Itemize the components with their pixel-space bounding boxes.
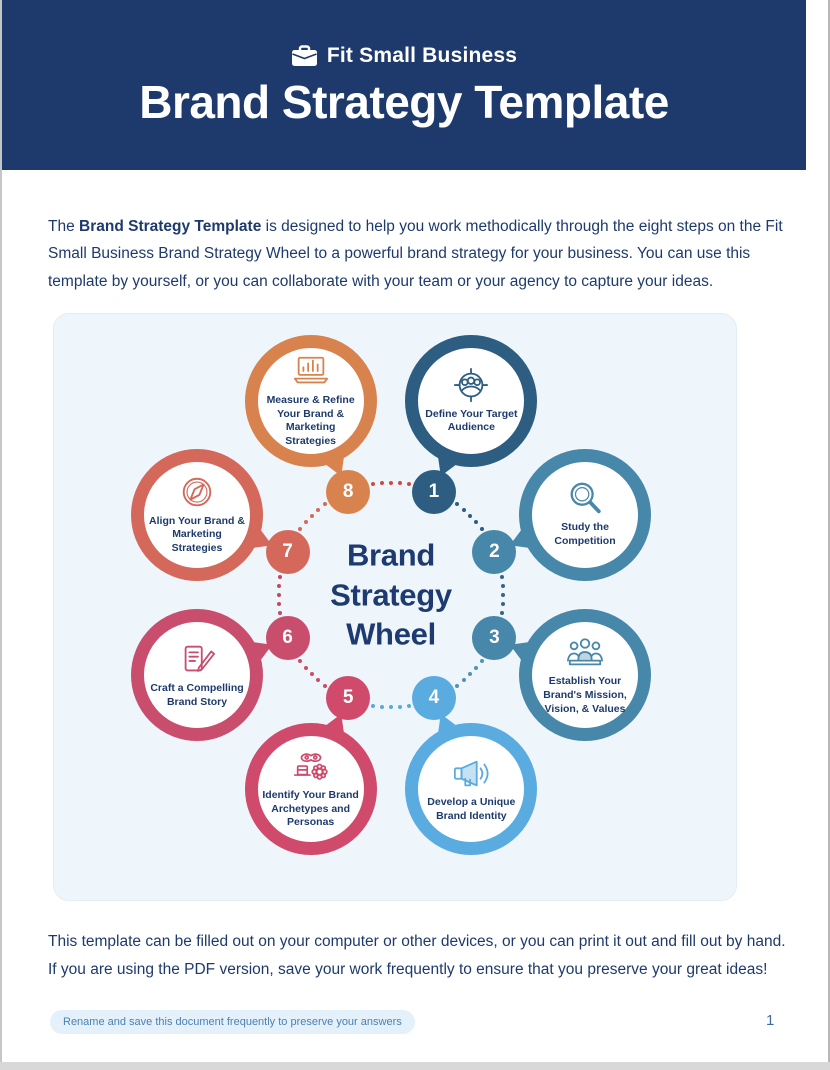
wheel-step-label: Define Your Target Audience (425, 407, 518, 434)
page-number: 1 (766, 1012, 775, 1029)
wheel-dot (303, 665, 308, 670)
wheel-dot (278, 575, 283, 580)
wheel-dot (454, 683, 459, 688)
wheel-dot (309, 513, 314, 518)
target-audience-icon (450, 367, 492, 405)
brand-logo: Fit Small Business (291, 44, 517, 68)
outro-paragraph: This template can be filled out on your … (48, 928, 808, 985)
wheel-dot (501, 593, 505, 597)
wheel-step-number-8: 8 (326, 469, 371, 514)
wheel-dot (461, 678, 466, 683)
wheel-step-label: Measure & Refine Your Brand & Marketing … (266, 394, 355, 448)
wheel-dot (474, 665, 479, 670)
compass-icon (176, 474, 218, 512)
wheel-dot (278, 610, 283, 615)
wheel-dot (479, 658, 484, 663)
wheel-step-number-2: 2 (472, 530, 517, 575)
wheel-dot (309, 672, 314, 677)
wheel-dot (303, 520, 308, 525)
wheel-dot (389, 481, 393, 485)
wheel-dot (277, 593, 281, 597)
outro-line: This template can be filled out on your … (48, 932, 786, 950)
wheel-dot (500, 584, 505, 589)
wheel-dot (389, 705, 393, 709)
wheel-step-bubble-6: Craft a Compelling Brand Story (130, 609, 263, 742)
wheel-dot (277, 601, 282, 606)
wheel-dot (406, 482, 411, 487)
intro-pre: The (48, 217, 80, 235)
wheel-dot (323, 683, 328, 688)
wheel-dot (380, 481, 385, 486)
laptop-chart-icon (290, 353, 332, 391)
bottom-strip (0, 1062, 830, 1070)
page-right-edge (828, 0, 830, 1070)
wheel-step-number-5: 5 (326, 676, 371, 721)
wheel-step-bubble-8: Measure & Refine Your Brand & Marketing … (244, 334, 377, 467)
wheel-dot (323, 502, 328, 507)
personas-icon (290, 748, 332, 786)
wheel-dot (397, 481, 402, 486)
wheel-dot (461, 507, 466, 512)
wheel-dot (474, 520, 479, 525)
document-pen-icon (176, 641, 218, 679)
logo-text: Fit Small Business (326, 43, 518, 67)
wheel-step-bubble-7: Align Your Brand & Marketing Strategies (130, 448, 263, 581)
wheel-dot (277, 584, 282, 589)
wheel-step-label: Establish Your Brand's Mission, Vision, … (543, 675, 627, 715)
wheel-step-label: Craft a Compelling Brand Story (150, 682, 244, 708)
magnifier-icon (564, 480, 606, 518)
wheel-dot (468, 672, 473, 677)
wheel-step-label: Develop a Unique Brand Identity (427, 795, 516, 822)
header-banner: Fit Small Business Brand Strategy Templa… (2, 0, 806, 170)
wheel-dot (316, 678, 321, 683)
wheel-step-label: Align Your Brand & Marketing Strategies (149, 514, 245, 554)
outro-line: If you are using the PDF version, save y… (48, 961, 768, 979)
wheel-dot (298, 658, 303, 663)
wheel-step-bubble-1: Define Your Target Audience (405, 334, 538, 467)
wheel-dot (371, 482, 376, 487)
wheel-panel: Define Your Target Audience 1 Study the C… (53, 313, 737, 901)
megaphone-icon (450, 755, 492, 793)
team-icon (564, 634, 606, 672)
page-title: Brand Strategy Template (139, 75, 669, 128)
wheel-dot (371, 703, 376, 708)
wheel-center-title-line: Brand (346, 537, 436, 573)
wheel-step-label: Identify Your Brand Archetypes and Perso… (262, 789, 359, 829)
wheel-dot (380, 704, 385, 709)
wheel-dot (406, 703, 411, 708)
wheel-step-bubble-2: Study the Competition (519, 448, 651, 581)
wheel-step-bubble-4: Develop a Unique Brand Identity (405, 723, 538, 855)
wheel-step-bubble-5: Identify Your Brand Archetypes and Perso… (244, 723, 377, 855)
wheel-center-title-line: Wheel (346, 616, 436, 652)
wheel-dot (298, 527, 303, 532)
wheel-step-number-3: 3 (472, 615, 517, 660)
briefcase-icon (291, 45, 318, 67)
wheel-step-bubble-3: Establish Your Brand's Mission, Vision, … (519, 609, 651, 742)
autosave-note-pill: Rename and save this document frequently… (50, 1010, 415, 1034)
wheel-dot (454, 502, 459, 507)
page-left-edge (0, 0, 2, 1070)
wheel-dot (316, 507, 321, 512)
wheel-dot (499, 610, 504, 615)
wheel-center-title-line: Strategy (330, 577, 452, 613)
intro-bold: Brand Strategy Template (79, 217, 262, 235)
wheel-dot (468, 513, 473, 518)
intro-paragraph: The Brand Strategy Template is designed … (48, 213, 796, 296)
intro-post: is designed to help you work methodicall… (48, 217, 783, 290)
wheel-step-number-4: 4 (411, 676, 456, 721)
wheel-step-label: Study the Competition (554, 521, 616, 548)
wheel-dot (499, 575, 504, 580)
wheel-step-number-6: 6 (265, 615, 310, 660)
wheel-step-number-7: 7 (265, 530, 310, 575)
wheel-dot (397, 704, 402, 709)
wheel-dot (479, 527, 484, 532)
wheel-dot (500, 601, 505, 606)
wheel-step-number-1: 1 (411, 469, 456, 514)
